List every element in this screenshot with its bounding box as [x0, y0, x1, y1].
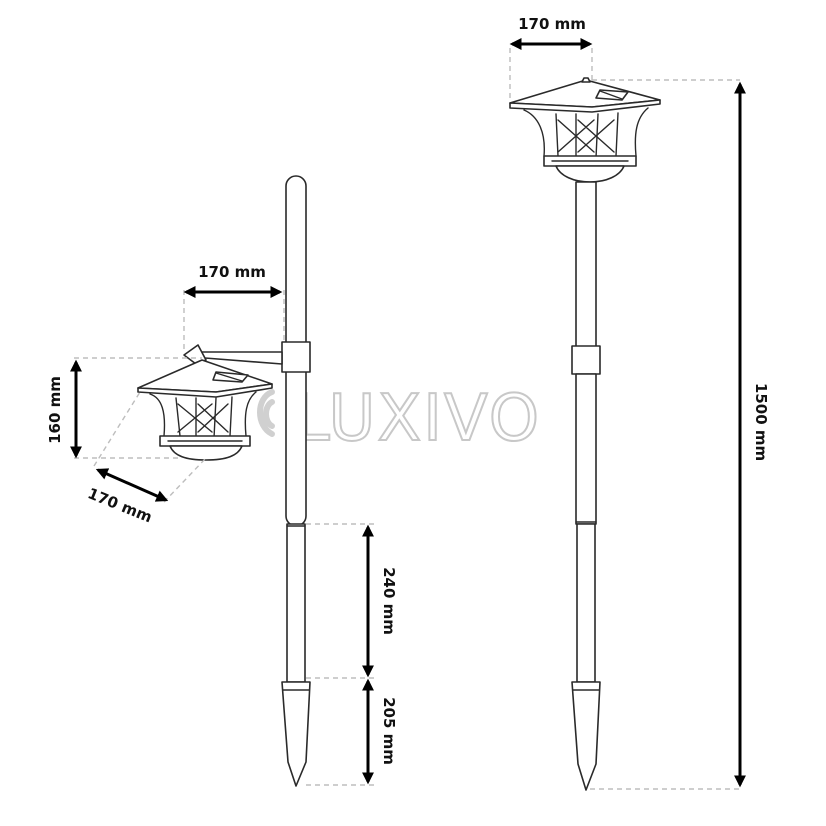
lamp-arm: [183, 344, 283, 365]
post-lamp-assembly: 170 mm 1500 mm: [509, 15, 770, 791]
left-pole: [281, 175, 311, 787]
right-width-label: 170 mm: [518, 15, 586, 33]
watermark-logo-icon: [257, 389, 275, 437]
watermark-text: LUXIVO: [294, 382, 541, 456]
right-pole: [571, 181, 601, 791]
left-spike-label: 205 mm: [380, 697, 398, 765]
watermark: LUXIVO: [257, 381, 541, 457]
wall-mount-lamp-assembly: 170 mm 160 mm 170 mm 240 mm 205 mm: [46, 175, 398, 787]
left-segment-label: 240 mm: [380, 567, 398, 635]
right-lantern: [509, 77, 661, 183]
left-lantern: [137, 359, 273, 461]
left-top-width-label: 170 mm: [198, 263, 266, 281]
left-height-label: 160 mm: [46, 376, 64, 444]
left-depth-arrow: [95, 468, 169, 502]
right-total-height-label: 1500 mm: [752, 383, 770, 461]
